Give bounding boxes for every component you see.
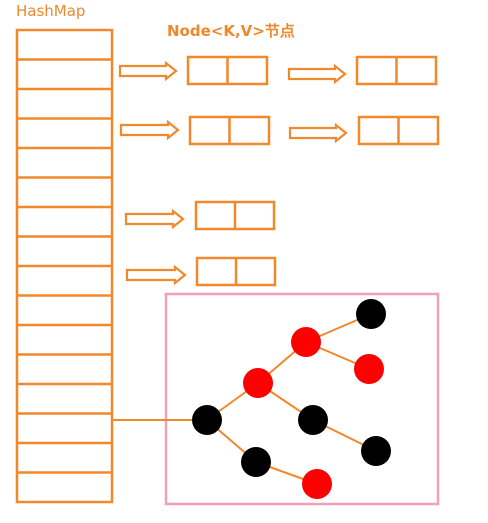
tree-node-red xyxy=(243,368,273,398)
tree-node-red xyxy=(302,469,332,499)
linked-nodes xyxy=(186,55,440,287)
tree-node-black xyxy=(356,299,386,329)
hashmap-title: HashMap xyxy=(16,2,86,20)
tree-node-black xyxy=(298,405,328,435)
arrow xyxy=(288,122,348,144)
arrow xyxy=(118,60,178,82)
arrow xyxy=(124,208,185,230)
tree-node-black xyxy=(192,405,222,435)
tree-node-red xyxy=(354,354,384,384)
arrow xyxy=(287,63,347,85)
arrow xyxy=(119,119,180,141)
red-black-tree xyxy=(112,292,440,506)
tree-frame xyxy=(164,292,440,506)
tree-node-black xyxy=(241,447,271,477)
arrows xyxy=(118,60,348,286)
tree-node-black xyxy=(361,436,391,466)
bucket-array xyxy=(15,28,114,504)
node-label: Node<K,V>节点 xyxy=(167,22,295,40)
tree-node-red xyxy=(291,327,321,357)
arrow xyxy=(125,264,187,286)
